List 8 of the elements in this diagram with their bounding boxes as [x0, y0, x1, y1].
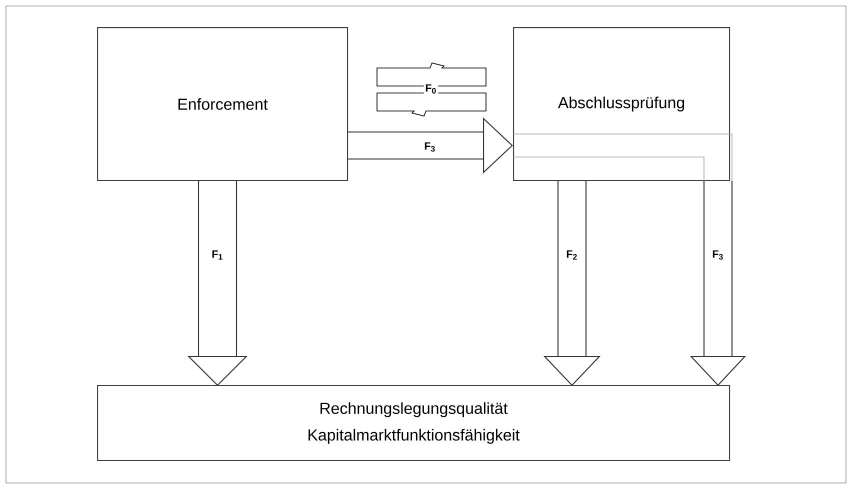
process-box: Rechnungslegungsqualität Kapitalmarktfunktionsfähigkeit — [97, 385, 730, 462]
process-box: Enforcement — [97, 27, 348, 182]
edge-label: F$_{2}$ — [566, 250, 577, 260]
symbol-label: F$_{0}$ — [426, 84, 436, 94]
edge-label: F$_{3}$ — [712, 250, 723, 260]
edge-label: F$_{3}$ — [424, 142, 435, 152]
edge-label: F$_{1}$ — [212, 250, 222, 260]
process-box: Abschlussprüfung — [513, 27, 730, 182]
